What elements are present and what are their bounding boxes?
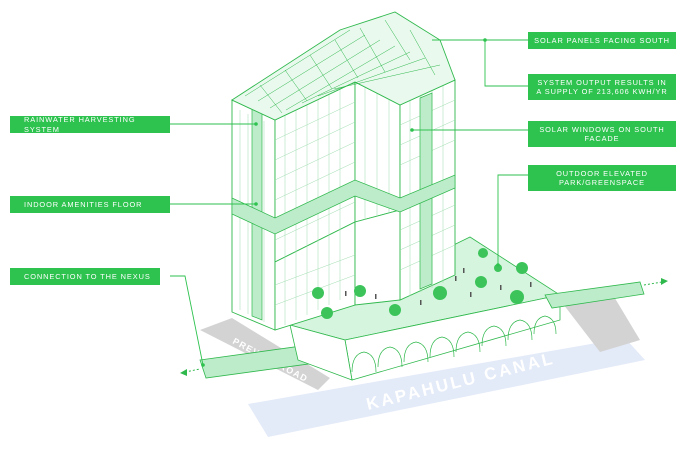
callout-solar-windows: SOLAR WINDOWS ON SOUTH FACADE [528,121,676,147]
nexus-arrow-line [185,369,200,372]
park-arrow-head [661,278,668,285]
callout-system-output: SYSTEM OUTPUT RESULTS IN A SUPPLY OF 213… [528,74,676,100]
callout-amenities: INDOOR AMENITIES FLOOR [10,196,170,213]
callout-nexus: CONNECTION TO THE NEXUS [10,268,160,285]
callout-rainwater: RAINWATER HARVESTING SYSTEM [10,116,170,133]
park-arrow-line [644,282,662,285]
callout-solar-panels: SOLAR PANELS FACING SOUTH [528,32,676,49]
callout-park: OUTDOOR ELEVATED PARK/GREENSPACE [528,165,676,191]
nexus-arrow-head [180,369,187,376]
